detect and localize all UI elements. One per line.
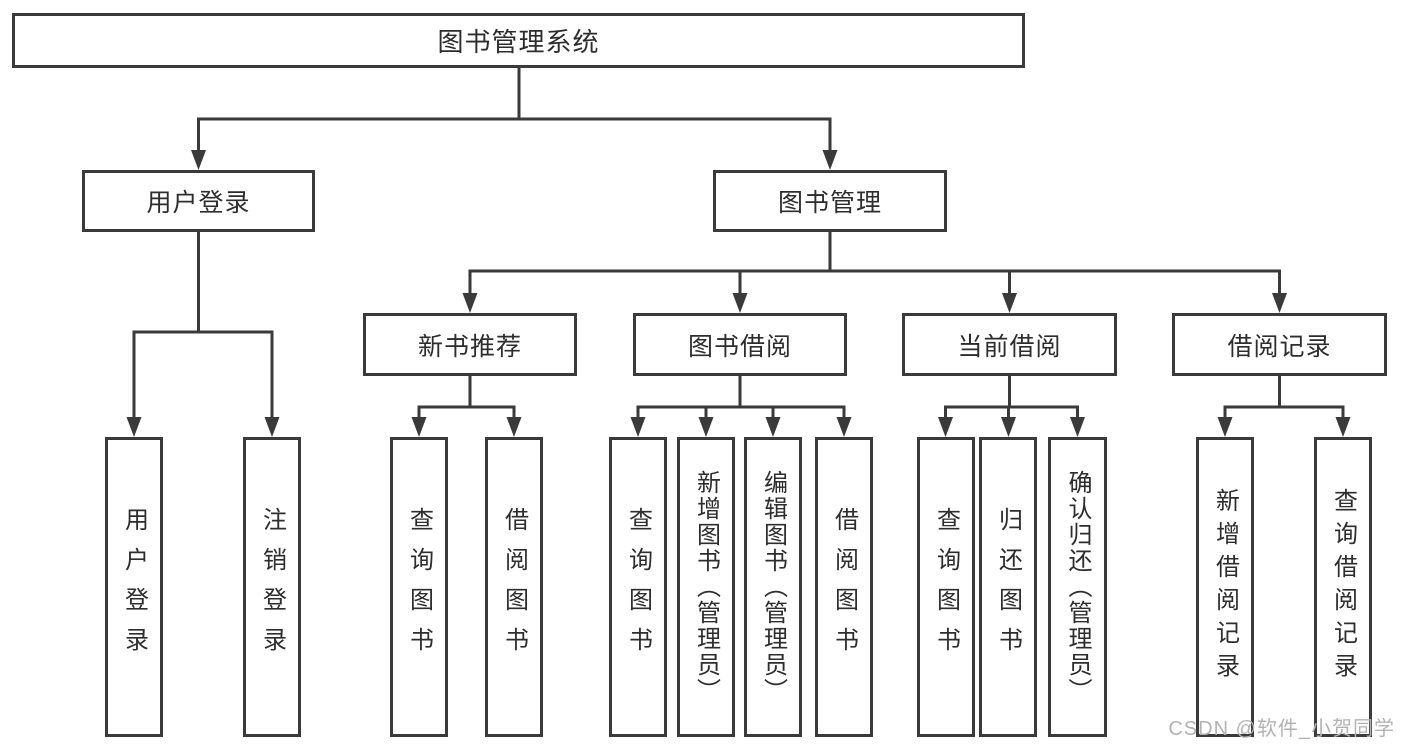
node-book-borrow: 图书借阅 — [633, 313, 847, 376]
node-borrow-record-label: 借阅记录 — [1227, 332, 1332, 361]
leaf-return-book: 归还图书 — [979, 437, 1037, 737]
csdn-watermark: CSDN @软件_小贺同学 — [1168, 718, 1395, 740]
leaf-add-book-admin-label: 新增图书（管理员） — [692, 470, 720, 704]
node-book-mgmt-label: 图书管理 — [777, 189, 882, 217]
connector-new-book-rec — [417, 376, 516, 419]
arrowhead — [462, 293, 478, 313]
node-user-login-label: 用户登录 — [146, 189, 251, 217]
leaf-confirm-return-admin: 确认归还（管理员） — [1048, 437, 1107, 737]
arrowhead — [126, 417, 142, 437]
arrowhead — [836, 417, 852, 437]
arrowhead — [1001, 417, 1016, 437]
arrowhead — [698, 417, 714, 437]
leaf-query-book-recommend: 查询图书 — [390, 437, 448, 737]
arrowhead — [1272, 293, 1287, 313]
leaf-borrow-book-recommend: 借阅图书 — [485, 437, 543, 737]
node-new-book-recommend-label: 新书推荐 — [417, 332, 522, 361]
arrowhead — [1217, 417, 1233, 437]
node-borrow-record: 借阅记录 — [1172, 313, 1387, 376]
arrowhead — [822, 150, 838, 170]
arrowhead — [191, 150, 206, 170]
leaf-query-book-borrow: 查询图书 — [609, 437, 667, 737]
node-current-borrow-label: 当前借阅 — [957, 332, 1062, 361]
arrowhead — [264, 417, 280, 437]
connector-book-mgmt — [468, 232, 1281, 295]
leaf-logout-login: 注销登录 — [243, 437, 301, 737]
arrowhead — [938, 417, 953, 437]
leaf-confirm-return-admin-label: 确认归还（管理员） — [1064, 470, 1091, 704]
connector-book-borrow — [636, 376, 846, 419]
leaf-return-book-label: 归还图书 — [994, 507, 1022, 667]
arrowhead — [1002, 293, 1017, 313]
arrowhead — [411, 417, 427, 437]
connector-user-login — [132, 232, 274, 419]
node-current-borrow: 当前借阅 — [902, 313, 1117, 376]
arrowhead — [1335, 417, 1351, 437]
leaf-add-borrow-record-label: 新增借阅记录 — [1211, 488, 1239, 686]
connector-current-borrow — [944, 376, 1079, 419]
node-root: 图书管理系统 — [12, 13, 1025, 68]
leaf-query-book-recommend-label: 查询图书 — [405, 507, 433, 667]
node-book-mgmt: 图书管理 — [713, 170, 947, 232]
connector-borrow-record — [1223, 376, 1345, 419]
leaf-add-borrow-record: 新增借阅记录 — [1196, 437, 1254, 737]
leaf-borrow-book: 借阅图书 — [815, 437, 873, 737]
leaf-borrow-book-label: 借阅图书 — [830, 507, 858, 667]
arrowhead — [506, 417, 522, 437]
leaf-query-borrow-record-label: 查询借阅记录 — [1329, 488, 1357, 686]
node-book-borrow-label: 图书借阅 — [687, 332, 792, 361]
node-user-login: 用户登录 — [82, 170, 315, 232]
node-new-book-recommend: 新书推荐 — [363, 313, 577, 376]
connector-root — [197, 68, 832, 152]
arrowhead — [1070, 417, 1085, 437]
leaf-query-borrow-record: 查询借阅记录 — [1314, 437, 1372, 737]
leaf-query-book-current: 查询图书 — [917, 437, 975, 737]
leaf-add-book-admin: 新增图书（管理员） — [677, 437, 735, 737]
arrowhead — [765, 417, 781, 437]
leaf-user-login-label: 用户登录 — [120, 507, 148, 667]
leaf-edit-book-admin-label: 编辑图书（管理员） — [759, 470, 787, 704]
arrowhead — [630, 417, 646, 437]
leaf-logout-login-label: 注销登录 — [258, 507, 286, 667]
node-root-label: 图书管理系统 — [437, 27, 600, 57]
leaf-borrow-book-recommend-label: 借阅图书 — [500, 507, 528, 667]
arrowheads — [126, 150, 1351, 437]
leaf-query-book-current-label: 查询图书 — [932, 507, 960, 667]
leaf-query-book-borrow-label: 查询图书 — [624, 507, 652, 667]
leaf-user-login: 用户登录 — [105, 437, 163, 737]
leaf-edit-book-admin: 编辑图书（管理员） — [744, 437, 802, 737]
arrowhead — [732, 293, 748, 313]
